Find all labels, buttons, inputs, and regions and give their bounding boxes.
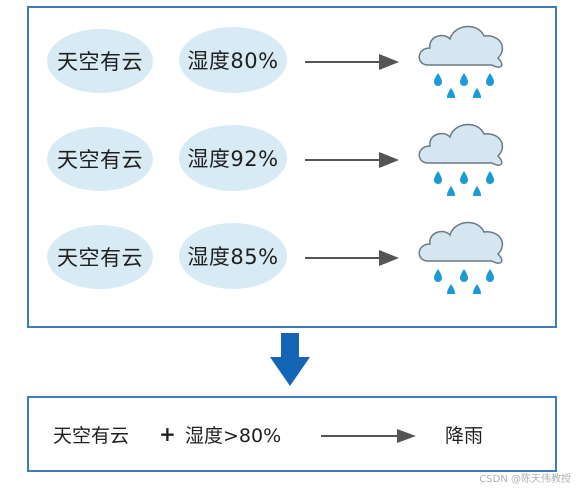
example-row: 天空有云 湿度92% bbox=[29, 106, 555, 196]
example-row: 天空有云 湿度85% bbox=[29, 204, 555, 294]
example-row: 天空有云 湿度80% bbox=[29, 8, 555, 98]
rain-cloud-icon bbox=[418, 221, 504, 294]
right-arrow-icon bbox=[305, 250, 399, 266]
conclusion-sky-condition: 天空有云 bbox=[53, 424, 130, 447]
right-arrow-icon bbox=[321, 429, 416, 443]
plus-operator: + bbox=[159, 422, 176, 446]
sky-condition-ellipse: 天空有云 bbox=[47, 225, 153, 289]
humidity-condition-ellipse: 湿度92% bbox=[179, 125, 287, 191]
down-arrow-icon bbox=[270, 333, 310, 386]
sky-condition-ellipse: 天空有云 bbox=[47, 29, 153, 93]
conclusion-humidity-condition: 湿度>80% bbox=[185, 424, 282, 447]
sky-condition-ellipse: 天空有云 bbox=[47, 127, 153, 191]
rain-cloud-icon bbox=[418, 123, 504, 196]
watermark: CSDN @陈天伟教授 bbox=[479, 474, 571, 485]
examples-panel: 天空有云 湿度80% 天空有云 湿度92% bbox=[27, 6, 557, 328]
right-arrow-icon bbox=[305, 54, 399, 70]
humidity-condition-ellipse: 湿度85% bbox=[179, 223, 287, 289]
rain-cloud-icon bbox=[418, 25, 504, 98]
conclusion-result: 降雨 bbox=[445, 424, 484, 447]
right-arrow-icon bbox=[305, 152, 399, 168]
conclusion-panel: 天空有云 + 湿度>80% 降雨 bbox=[27, 396, 557, 472]
humidity-condition-ellipse: 湿度80% bbox=[179, 27, 287, 93]
